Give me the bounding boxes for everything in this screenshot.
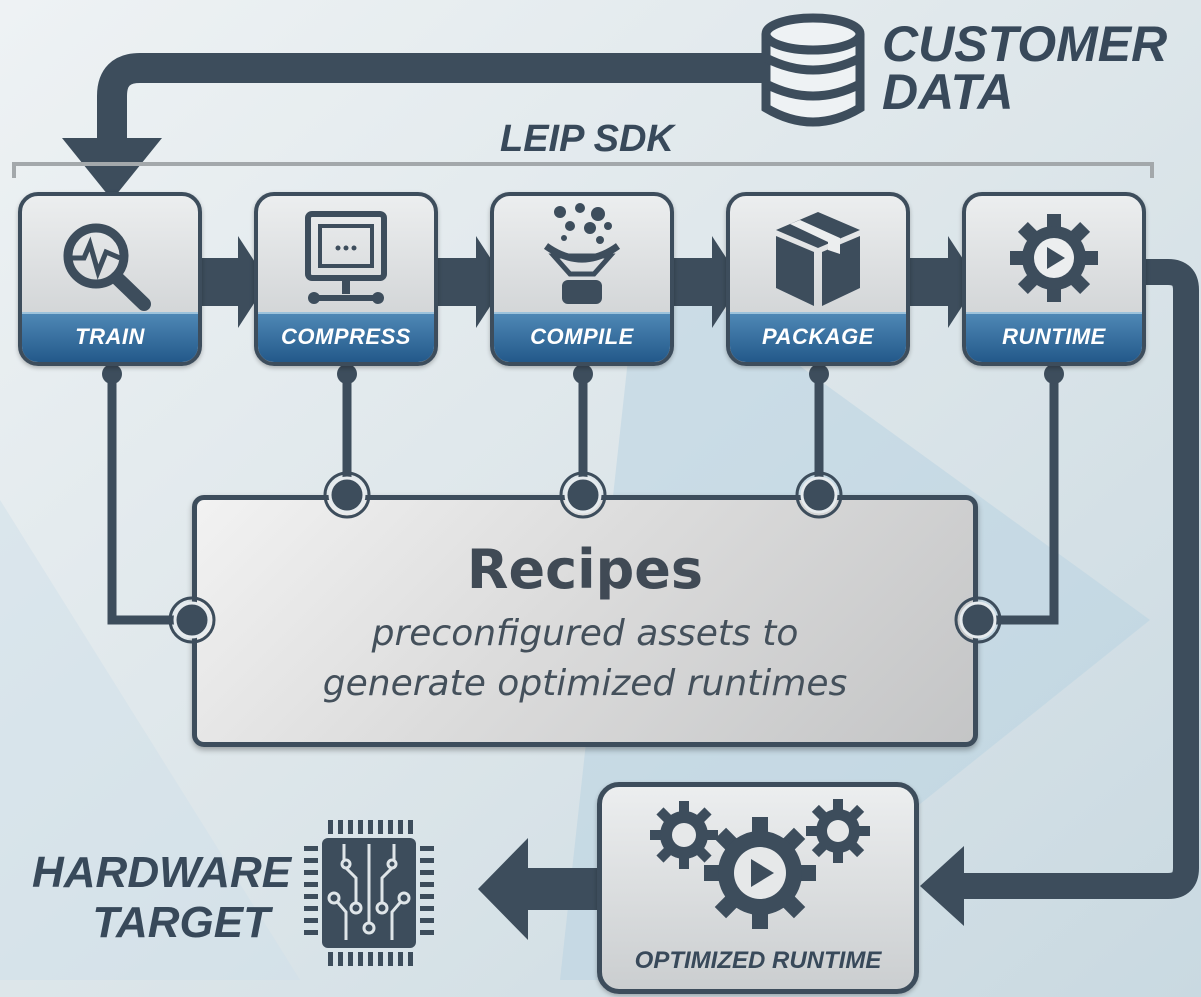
runtime-return-line [960, 259, 1199, 899]
recipes-box: Recipes preconfigured assets to generate… [192, 495, 978, 747]
data-feed-arrowhead [62, 138, 162, 200]
server-folder-icon [305, 211, 387, 304]
hardware-target-label: HARDWARE TARGET [32, 848, 292, 947]
step-label: COMPRESS [281, 324, 411, 349]
customer-data-label: CUSTOMER DATA [882, 16, 1168, 120]
step-runtime-band: RUNTIME [966, 312, 1142, 362]
step-label: RUNTIME [1002, 324, 1106, 349]
funnel-particles-icon [543, 203, 621, 304]
chip-icon [304, 820, 434, 966]
step-compress: COMPRESS [254, 192, 438, 366]
output-arrowhead [478, 838, 528, 940]
database-icon [761, 13, 865, 127]
step-compress-band: COMPRESS [258, 312, 434, 362]
step-train: TRAIN [18, 192, 202, 366]
step-package-band: PACKAGE [730, 312, 906, 362]
magnifier-pulse-icon [63, 223, 151, 311]
step-label: TRAIN [75, 324, 145, 349]
step-train-band: TRAIN [22, 312, 198, 362]
step-compile: COMPILE [490, 192, 674, 366]
recipes-description: preconfigured assets to generate optimiz… [322, 613, 848, 704]
step-label: COMPILE [530, 324, 634, 349]
gears-play-icon [650, 799, 870, 929]
sdk-label: LEIP SDK [500, 118, 674, 160]
gear-play-icon [1010, 214, 1098, 302]
optimized-runtime-box: OPTIMIZED RUNTIME [597, 782, 919, 994]
step-package: PACKAGE [726, 192, 910, 366]
box-icon [776, 212, 860, 306]
step-compile-band: COMPILE [494, 312, 670, 362]
data-feed-line [97, 53, 820, 140]
step-label: PACKAGE [762, 324, 874, 349]
recipes-title: Recipes [466, 538, 704, 601]
optimized-runtime-label: OPTIMIZED RUNTIME [634, 947, 882, 974]
sdk-bracket [12, 162, 1154, 178]
step-runtime: RUNTIME [962, 192, 1146, 366]
